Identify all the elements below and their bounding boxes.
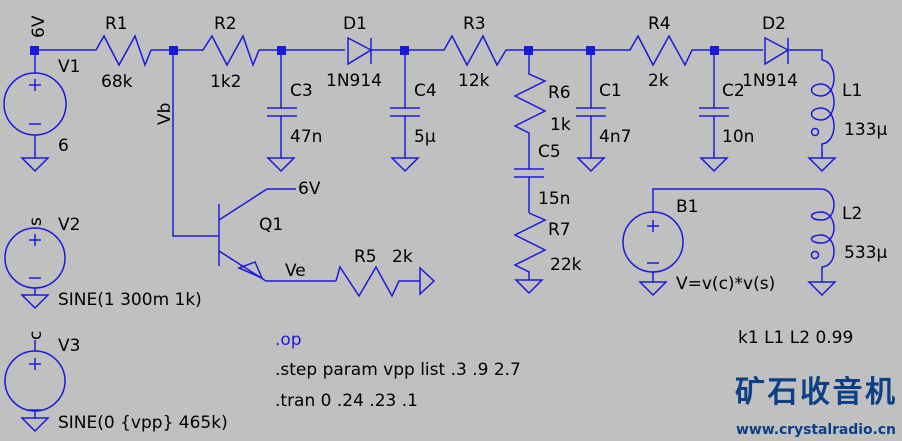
v2-name: V2 <box>58 215 80 235</box>
behavioral-source-b1[interactable] <box>622 188 822 296</box>
v3-name: V3 <box>58 336 80 356</box>
r6-name: R6 <box>548 83 571 103</box>
capacitor-c1[interactable] <box>576 50 606 172</box>
ground-icon <box>639 281 667 296</box>
r4-value: 2k <box>648 71 669 91</box>
ground-icon <box>21 157 49 172</box>
c1-value: 4n7 <box>599 127 631 147</box>
resistor-r3[interactable] <box>443 34 507 67</box>
ground-icon <box>21 294 49 309</box>
resistor-r4[interactable] <box>628 34 693 67</box>
r5-name: R5 <box>354 247 377 267</box>
ground-icon <box>515 279 543 294</box>
net-label-s: s <box>26 217 46 226</box>
c3-name: C3 <box>290 81 313 101</box>
directive-tran[interactable]: .tran 0 .24 .23 .1 <box>275 391 418 411</box>
ground-icon <box>808 281 836 296</box>
resistor-r2[interactable] <box>196 34 260 68</box>
r6-value: 1k <box>550 115 571 135</box>
d2-name: D2 <box>762 14 786 34</box>
diode-d1[interactable] <box>347 36 373 66</box>
l1-value: 133μ <box>844 120 887 140</box>
capacitor-c4[interactable] <box>390 50 420 172</box>
d1-name: D1 <box>343 14 367 34</box>
directive-coupling[interactable]: k1 L1 L2 0.99 <box>738 328 853 348</box>
voltage-source-v1[interactable] <box>3 50 67 172</box>
c4-value: 5μ <box>414 127 436 147</box>
net-label-vb: Vb <box>155 103 175 125</box>
r2-value: 1k2 <box>210 72 241 92</box>
v2-value: SINE(1 300m 1k) <box>58 290 202 310</box>
capacitor-c5[interactable] <box>514 158 544 213</box>
ground-icon <box>21 417 49 432</box>
voltage-source-v2[interactable] <box>4 227 66 309</box>
q1-name: Q1 <box>259 215 283 235</box>
ground-icon <box>267 157 295 172</box>
voltage-source-v3[interactable] <box>4 340 66 432</box>
ground-icon <box>391 157 419 172</box>
capacitor-c2[interactable] <box>699 50 729 172</box>
l2-value: 533μ <box>844 243 887 263</box>
resistor-r1[interactable] <box>88 34 152 68</box>
d2-value: 1N914 <box>742 71 798 91</box>
watermark-url: www.crystalradio.cn <box>736 422 896 438</box>
c2-name: C2 <box>722 81 745 101</box>
c2-value: 10n <box>722 127 754 147</box>
r2-name: R2 <box>214 14 237 34</box>
top-rail-wires <box>35 49 823 60</box>
directive-op[interactable]: .op <box>275 330 302 350</box>
c5-name: C5 <box>538 142 561 162</box>
v3-value: SINE(0 {vpp} 465k) <box>58 413 228 433</box>
b1-value: V=v(c)*v(s) <box>676 274 775 294</box>
capacitor-c3[interactable] <box>267 50 297 172</box>
b1-name: B1 <box>676 197 698 217</box>
r7-value: 22k <box>550 255 582 275</box>
net-label-6v: 6V <box>29 15 49 38</box>
q1-collector-net-label: 6V <box>298 179 321 199</box>
r7-name: R7 <box>548 220 571 240</box>
l1-name: L1 <box>842 81 862 101</box>
r3-name: R3 <box>463 14 486 34</box>
resistor-r5[interactable] <box>335 265 436 298</box>
ground-icon <box>808 157 836 172</box>
r4-name: R4 <box>648 14 671 34</box>
r5-value: 2k <box>392 247 413 267</box>
ground-icon <box>577 157 605 172</box>
resistor-r7[interactable] <box>513 212 547 294</box>
base-wire <box>172 50 218 237</box>
diode-d2[interactable] <box>764 36 790 66</box>
l2-name: L2 <box>842 204 862 224</box>
d1-value: 1N914 <box>326 71 382 91</box>
v1-value: 6 <box>58 136 69 156</box>
directive-step[interactable]: .step param vpp list .3 .9 2.7 <box>275 360 521 380</box>
inductor-l1[interactable] <box>808 59 836 172</box>
net-label-ve: Ve <box>285 261 306 281</box>
resistor-r6[interactable] <box>513 50 547 158</box>
watermark-title: 矿石收音机 <box>735 375 895 410</box>
c1-name: C1 <box>599 81 622 101</box>
c4-name: C4 <box>414 81 437 101</box>
ground-icon <box>700 157 728 172</box>
inductor-l2[interactable] <box>808 188 836 296</box>
transistor-q1[interactable] <box>218 188 336 282</box>
r1-name: R1 <box>105 14 128 34</box>
net-label-c: c <box>26 331 46 340</box>
r1-value: 68k <box>101 72 133 92</box>
v1-name: V1 <box>58 57 80 77</box>
r3-value: 12k <box>458 71 490 91</box>
c3-value: 47n <box>290 127 322 147</box>
c5-value: 15n <box>538 189 570 209</box>
